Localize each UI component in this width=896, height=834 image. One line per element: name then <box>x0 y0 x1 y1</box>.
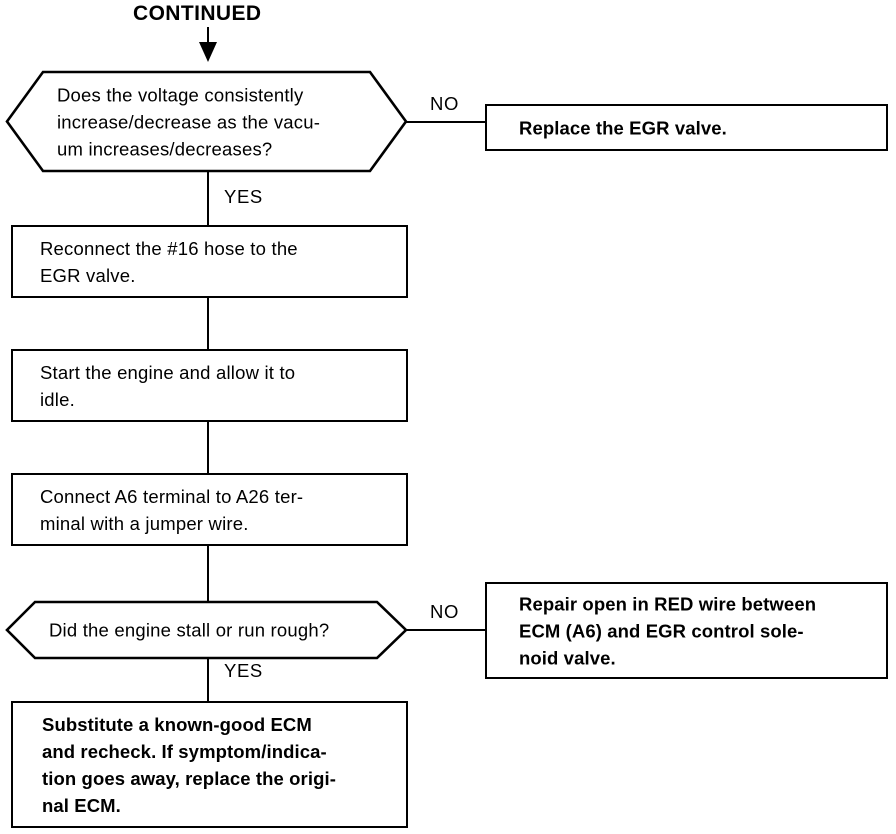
result-node-repair-red-wire[interactable]: Repair open in RED wire between ECM (A6)… <box>485 582 888 679</box>
connector-decision-1-no <box>406 121 486 123</box>
result-node-substitute-ecm[interactable]: Substitute a known-good ECM and recheck.… <box>11 701 408 828</box>
process-node-reconnect-hose[interactable]: Reconnect the #16 hose to the EGR valve. <box>11 225 408 298</box>
page-title: CONTINUED <box>133 2 262 25</box>
decision-1-text: Does the voltage consistently increase/d… <box>57 81 366 162</box>
branch-label-decision-1-yes: YES <box>224 186 263 207</box>
result-3-line-3: tion goes away, replace the origi- <box>42 767 336 789</box>
result-3-line-4: nal ECM. <box>42 794 121 816</box>
step-2-line-2: idle. <box>40 388 75 410</box>
hexagon-shape <box>5 70 408 173</box>
branch-label-decision-2-yes: YES <box>224 660 263 681</box>
decision-node-engine-stall[interactable]: Did the engine stall or run rough? <box>5 600 408 660</box>
step-2-line-1: Start the engine and allow it to <box>40 361 296 383</box>
decision-1-line-1: Does the voltage consistently <box>57 84 304 105</box>
connector-decision-2-no <box>406 629 486 631</box>
result-2-line-3: noid valve. <box>519 647 616 668</box>
decision-1-line-2: increase/decrease as the vacu- <box>57 111 321 132</box>
arrow-down-icon <box>199 42 217 62</box>
result-3-line-1: Substitute a known-good ECM <box>42 713 312 735</box>
connector-step-2-to-step-3 <box>207 420 209 475</box>
process-node-connect-jumper[interactable]: Connect A6 terminal to A26 ter- minal wi… <box>11 473 408 546</box>
connector-decision-2-yes <box>207 658 209 703</box>
hexagon-shape <box>5 600 408 660</box>
connector-step-1-to-step-2 <box>207 296 209 351</box>
step-1-line-2: EGR valve. <box>40 264 136 286</box>
result-3-line-2: and recheck. If symptom/indica- <box>42 740 327 762</box>
step-1-text: Reconnect the #16 hose to the EGR valve. <box>40 235 396 289</box>
step-3-line-2: minal with a jumper wire. <box>40 512 249 534</box>
result-2-text: Repair open in RED wire between ECM (A6)… <box>519 590 876 671</box>
step-1-line-1: Reconnect the #16 hose to the <box>40 237 298 259</box>
step-3-line-1: Connect A6 terminal to A26 ter- <box>40 485 304 507</box>
result-3-text: Substitute a known-good ECM and recheck.… <box>42 711 396 819</box>
decision-2-text: Did the engine stall or run rough? <box>49 617 368 644</box>
decision-2-line-1: Did the engine stall or run rough? <box>49 619 330 641</box>
result-1-line-1: Replace the EGR valve. <box>519 117 727 138</box>
result-1-text: Replace the EGR valve. <box>519 114 876 141</box>
process-node-start-engine[interactable]: Start the engine and allow it to idle. <box>11 349 408 422</box>
result-2-line-1: Repair open in RED wire between <box>519 593 817 614</box>
connector-decision-1-yes <box>207 171 209 227</box>
branch-label-decision-2-no: NO <box>430 601 459 622</box>
step-2-text: Start the engine and allow it to idle. <box>40 359 396 413</box>
connector-step-3-to-decision-2 <box>207 544 209 602</box>
connector-title-to-decision-1 <box>207 27 209 47</box>
decision-node-voltage-consistent[interactable]: Does the voltage consistently increase/d… <box>5 70 408 173</box>
decision-1-line-3: um increases/decreases? <box>57 138 273 159</box>
branch-label-decision-1-no: NO <box>430 93 459 114</box>
step-3-text: Connect A6 terminal to A26 ter- minal wi… <box>40 483 396 537</box>
result-node-replace-egr-valve[interactable]: Replace the EGR valve. <box>485 104 888 151</box>
result-2-line-2: ECM (A6) and EGR control sole- <box>519 620 804 641</box>
